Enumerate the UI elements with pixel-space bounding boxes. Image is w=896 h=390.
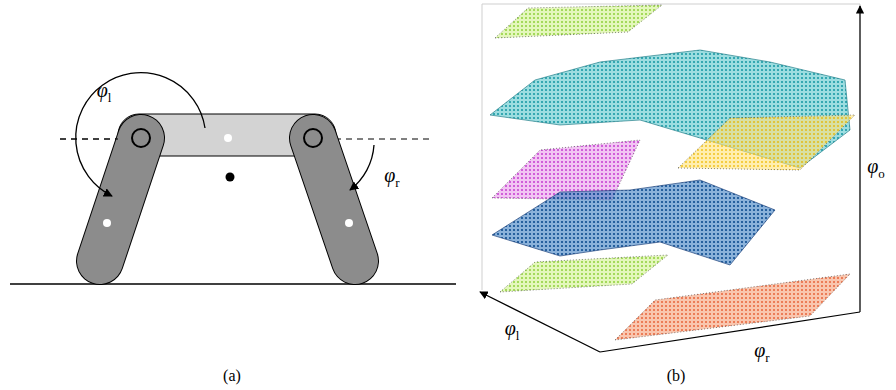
angle-label: φl [97, 80, 112, 104]
axis-label: φo [867, 156, 885, 180]
axis-label: φl [505, 318, 520, 342]
panel-label: (a) [223, 368, 241, 384]
panel-label: (b) [667, 368, 686, 384]
angle-label: φr [384, 165, 399, 189]
axis-label: φr [754, 340, 769, 364]
